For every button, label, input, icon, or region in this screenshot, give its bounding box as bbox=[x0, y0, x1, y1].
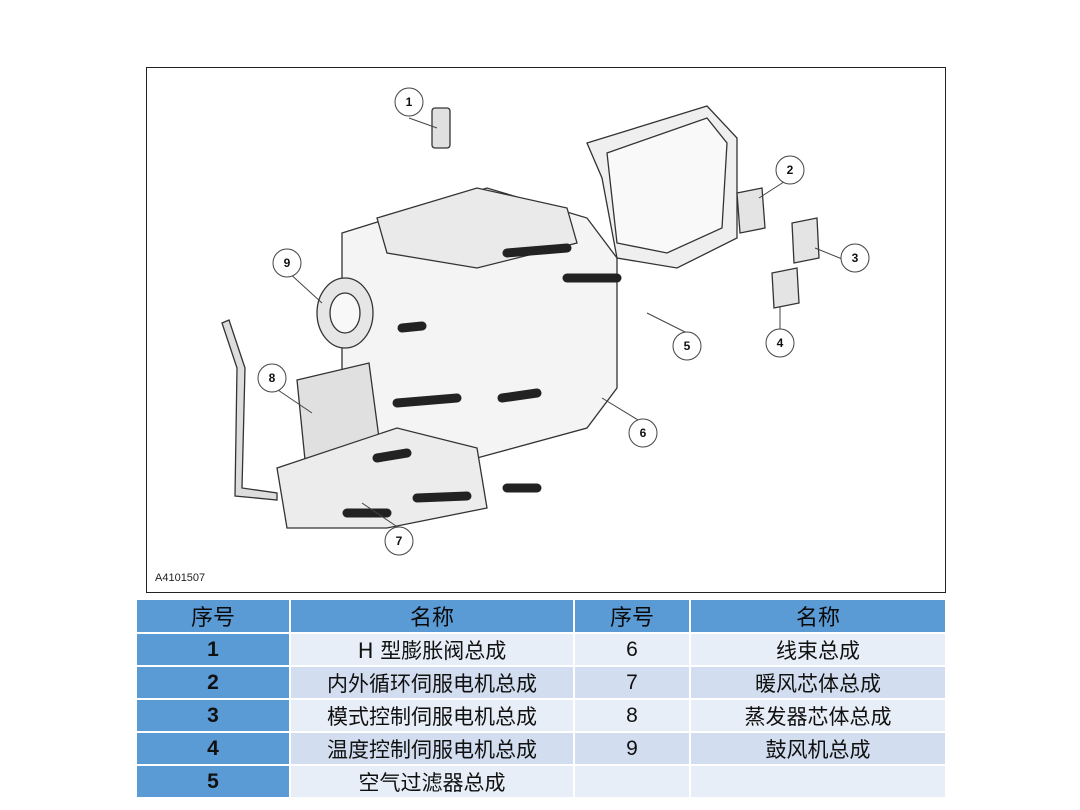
callout-2 bbox=[775, 155, 805, 185]
table-row: 2 内外循环伺服电机总成 7 暖风芯体总成 bbox=[137, 667, 945, 698]
part-name: 温度控制伺服电机总成 bbox=[291, 733, 573, 764]
part-name: H 型膨胀阀总成 bbox=[291, 634, 573, 665]
row-number-right: 9 bbox=[575, 733, 689, 764]
part-name: 空气过滤器总成 bbox=[291, 766, 573, 797]
row-number-right: 6 bbox=[575, 634, 689, 665]
header-name-1: 名称 bbox=[291, 600, 573, 632]
row-number-right bbox=[575, 766, 689, 797]
table-row: 1 H 型膨胀阀总成 6 线束总成 bbox=[137, 634, 945, 665]
callout-4 bbox=[765, 328, 795, 358]
callout-9 bbox=[272, 248, 302, 278]
hvac-housing bbox=[221, 105, 820, 529]
parts-table: 序号 名称 序号 名称 1 H 型膨胀阀总成 6 线束总成 2 内外循环伺服电机… bbox=[135, 598, 947, 799]
callout-label: 9 bbox=[284, 256, 291, 270]
header-no-1: 序号 bbox=[137, 600, 289, 632]
table-row: 5 空气过滤器总成 bbox=[137, 766, 945, 797]
callout-5 bbox=[672, 331, 702, 361]
callout-label: 3 bbox=[852, 251, 859, 265]
row-number: 4 bbox=[137, 733, 289, 764]
callout-label: 8 bbox=[269, 371, 276, 385]
callout-label: 5 bbox=[684, 339, 691, 353]
callout-6 bbox=[628, 418, 658, 448]
row-number: 5 bbox=[137, 766, 289, 797]
row-number: 1 bbox=[137, 634, 289, 665]
row-number-right: 8 bbox=[575, 700, 689, 731]
callout-8 bbox=[257, 363, 287, 393]
part-name: 内外循环伺服电机总成 bbox=[291, 667, 573, 698]
part-name-right: 鼓风机总成 bbox=[691, 733, 945, 764]
hvac-assembly-figure: 1 2 3 4 5 6 7 8 9 A4101507 bbox=[146, 67, 946, 593]
callout-label: 2 bbox=[787, 163, 794, 177]
table-header-row: 序号 名称 序号 名称 bbox=[137, 600, 945, 632]
callout-group bbox=[257, 87, 870, 556]
callout-3 bbox=[840, 243, 870, 273]
callout-label: 6 bbox=[640, 426, 647, 440]
row-number: 2 bbox=[137, 667, 289, 698]
callout-1 bbox=[394, 87, 424, 117]
callout-label: 4 bbox=[777, 336, 784, 350]
callout-7 bbox=[384, 526, 414, 556]
part-name-right bbox=[691, 766, 945, 797]
callout-label: 7 bbox=[396, 534, 403, 548]
table-row: 4 温度控制伺服电机总成 9 鼓风机总成 bbox=[137, 733, 945, 764]
part-name-right: 暖风芯体总成 bbox=[691, 667, 945, 698]
part-name: 模式控制伺服电机总成 bbox=[291, 700, 573, 731]
row-number-right: 7 bbox=[575, 667, 689, 698]
part-name-right: 蒸发器芯体总成 bbox=[691, 700, 945, 731]
table-row: 3 模式控制伺服电机总成 8 蒸发器芯体总成 bbox=[137, 700, 945, 731]
header-no-2: 序号 bbox=[575, 600, 689, 632]
header-name-2: 名称 bbox=[691, 600, 945, 632]
connector-clips bbox=[342, 243, 622, 518]
callout-label: 1 bbox=[406, 95, 413, 109]
part-name-right: 线束总成 bbox=[691, 634, 945, 665]
row-number: 3 bbox=[137, 700, 289, 731]
hvac-exploded-drawing: 1 2 3 4 5 6 7 8 9 bbox=[221, 87, 870, 556]
figure-id-label: A4101507 bbox=[155, 572, 206, 584]
callout-labels: 1 2 3 4 5 6 7 8 9 bbox=[269, 95, 859, 548]
